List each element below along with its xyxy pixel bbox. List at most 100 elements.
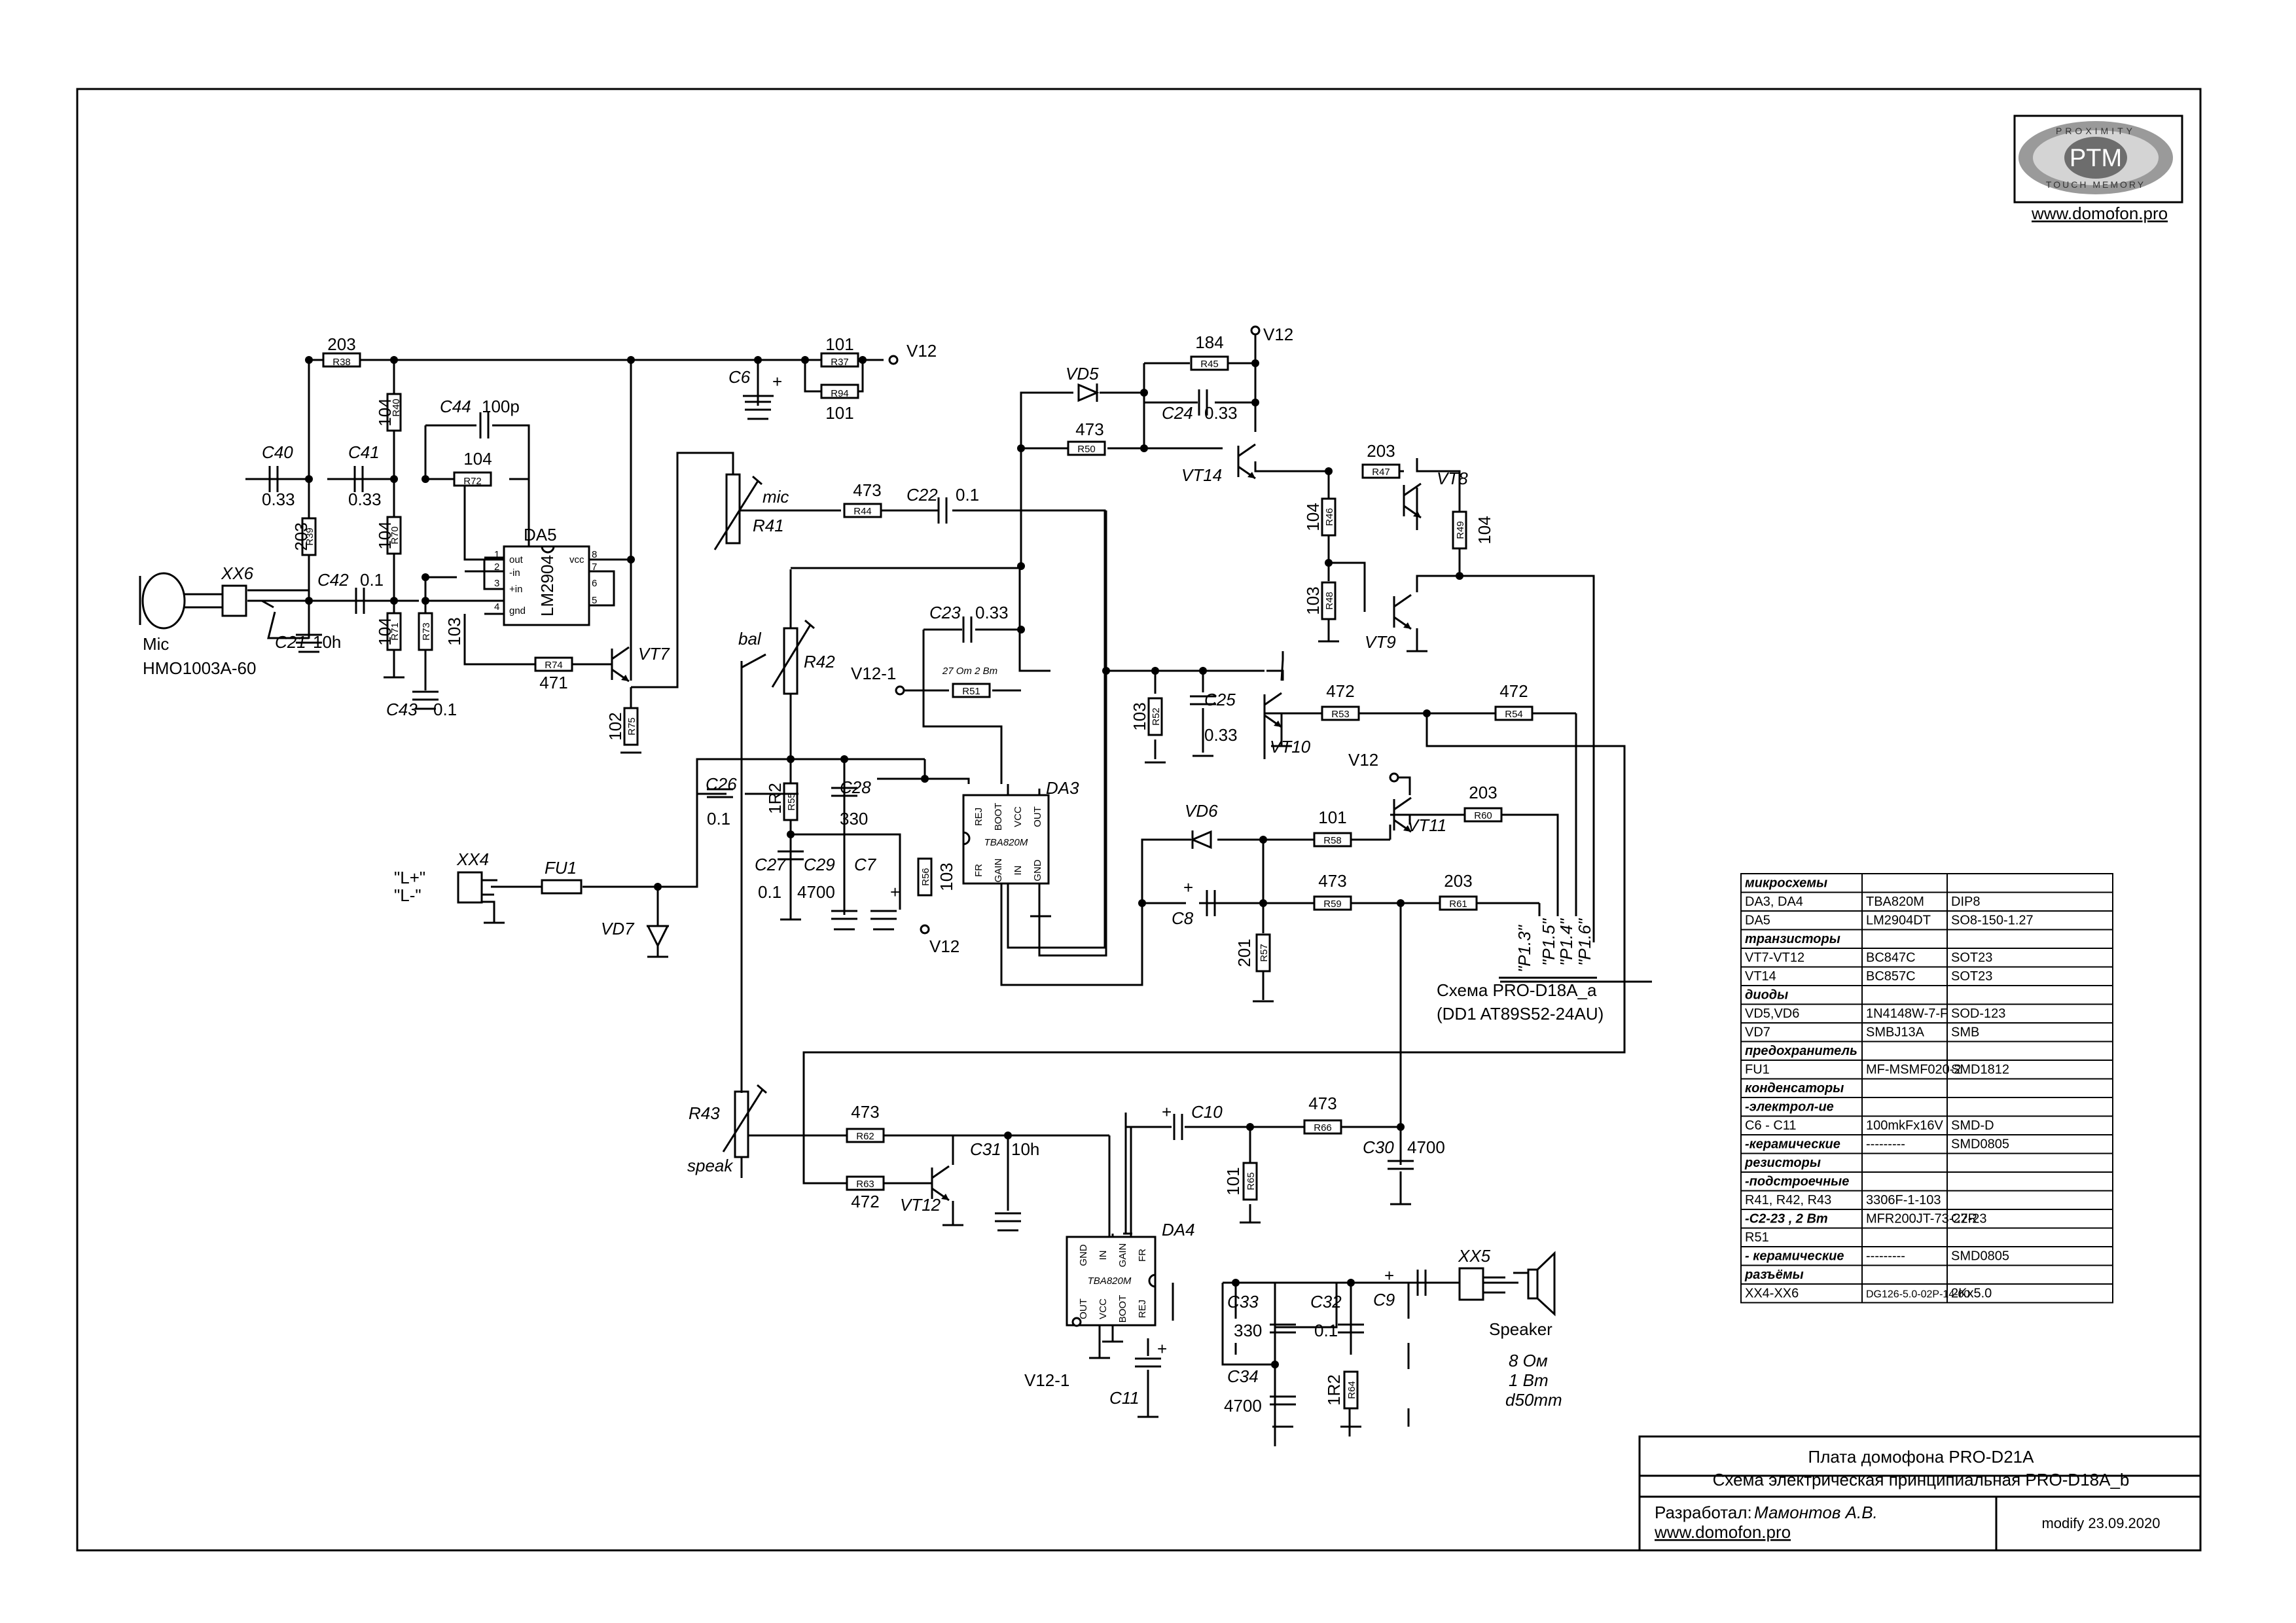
VT8-label: VT8	[1437, 469, 1468, 488]
svg-text:+: +	[1183, 878, 1193, 897]
DA5-ref: DA5	[524, 525, 557, 544]
bom-cell: C2-23	[1951, 1212, 1986, 1226]
R46-ref: R46	[1324, 508, 1335, 526]
R94-ref: R94	[831, 388, 849, 399]
bom-cell: BC857C	[1866, 969, 1916, 984]
trim-pots: mic R41 bal R42 R43 speak	[687, 473, 835, 1178]
v12-label-2: V12	[1263, 325, 1293, 344]
bom-row: предохранитель	[1740, 1041, 2113, 1061]
C29-val: 4700	[797, 882, 835, 902]
R59-val: 473	[1318, 871, 1346, 891]
R94-val: 101	[825, 403, 853, 423]
C11-ref: C11	[1109, 1388, 1139, 1408]
speaker-power: 1 Вт	[1509, 1370, 1549, 1390]
XX4-label: XX4	[456, 849, 489, 869]
bom-cell: SOT23	[1951, 951, 1992, 965]
C27-ref: C27	[755, 855, 787, 874]
bom-cell: предохранитель	[1745, 1044, 1857, 1058]
C21-ref: C21	[275, 632, 306, 652]
R61-val: 203	[1444, 871, 1472, 891]
R47-val: 203	[1367, 441, 1395, 461]
R62-ref: R62	[856, 1131, 874, 1142]
bom-cell: C6 - C11	[1745, 1118, 1797, 1133]
svg-text:out: out	[509, 554, 524, 565]
C6-ref: C6	[728, 367, 751, 387]
bom-cell: VD7	[1745, 1026, 1770, 1040]
title-schema: Схема электрическая принципиальная PRO-D…	[1713, 1470, 2130, 1489]
R60-val: 203	[1469, 783, 1497, 802]
C29-ref: C29	[804, 855, 835, 874]
C23-ref: C23	[929, 603, 961, 622]
R45-val: 184	[1195, 332, 1223, 352]
bom-cell: R51	[1745, 1230, 1769, 1245]
FU1-label: FU1	[545, 858, 577, 878]
svg-text:BOOT: BOOT	[993, 803, 1004, 831]
svg-text:OUT: OUT	[1078, 1298, 1089, 1319]
schema-mcu-label: (DD1 AT89S52-24AU)	[1437, 1004, 1604, 1024]
bom-cell: разъёмы	[1744, 1268, 1804, 1282]
ic-da5: DA5 LM2904 out -in +in gnd vcc 1 2 3 4 8…	[494, 525, 597, 626]
bom-cell: -C2-23 , 2 Вт	[1745, 1212, 1828, 1226]
bom-cell: 1N4148W-7-F	[1866, 1007, 1948, 1021]
bom-cell: 100mkFx16V	[1866, 1118, 1943, 1133]
bom-cell: микросхемы	[1745, 876, 1827, 891]
resistor-values: 203 104 101 101 104 203 104 104 103 471 …	[291, 332, 1528, 1406]
svg-text:+: +	[1157, 1339, 1167, 1359]
bom-cell: DIP8	[1951, 895, 1980, 909]
R66-val: 473	[1308, 1094, 1336, 1113]
C26-val: 0.1	[707, 809, 730, 829]
speaker-size: d50mm	[1505, 1390, 1562, 1410]
bom-cell: MFR200JT-73-27R	[1866, 1212, 1977, 1226]
C32-val: 0.1	[1314, 1321, 1338, 1340]
XX6-label: XX6	[221, 563, 254, 583]
XX5-label: XX5	[1458, 1246, 1491, 1266]
annotations: Mic HMO1003A-60 "L+" "L-" Схема PRO-D18A…	[143, 634, 1604, 1410]
VT14-label: VT14	[1181, 465, 1222, 485]
R52-ref: R52	[1151, 707, 1162, 726]
R49-val: 104	[1475, 516, 1494, 544]
svg-text:REJ: REJ	[1137, 1300, 1148, 1318]
R41-name: mic	[762, 487, 789, 507]
title-modified: modify 23.09.2020	[2041, 1515, 2160, 1531]
l-minus-label: "L-"	[394, 885, 422, 905]
svg-text:6: 6	[592, 578, 597, 589]
v12-label-3: V12	[929, 936, 960, 956]
R46-val: 104	[1303, 503, 1323, 531]
svg-text:IN: IN	[1013, 866, 1024, 876]
svg-text:GND: GND	[1032, 859, 1043, 882]
R56-val: 103	[937, 863, 956, 891]
VD5-label: VD5	[1066, 364, 1099, 383]
C25-val: 0.33	[1204, 725, 1238, 745]
R59-ref: R59	[1323, 899, 1342, 910]
capacitor-labels: C40 0.33 C41 0.33 C42 0.1 C21 10h C43 0.…	[262, 367, 1445, 1416]
ic-da3: DA3 TBA820M REJ BOOT VCC OUT FR GAIN IN …	[962, 778, 1079, 885]
C30-ref: C30	[1363, 1137, 1394, 1157]
R65-ref: R65	[1246, 1172, 1257, 1190]
C9-ref: C9	[1373, 1290, 1395, 1310]
R50-val: 473	[1075, 419, 1103, 439]
net-labels: V12 V12 V12-1 V12 V12 V12-1 "P1.3" "P1.5…	[851, 325, 1597, 1390]
R70-ref: R70	[389, 526, 401, 544]
C32-ref: C32	[1310, 1292, 1342, 1311]
bom-cell: BC847C	[1866, 951, 1916, 965]
R43-name: speak	[687, 1156, 734, 1175]
R64-ref: R64	[1346, 1381, 1357, 1399]
svg-text:1: 1	[494, 549, 499, 560]
svg-text:4: 4	[494, 601, 499, 613]
bom-cell: R41, R42, R43	[1745, 1193, 1831, 1207]
bom-row: -электрол-ие	[1740, 1097, 2113, 1117]
title-board: Плата домофона PRO-D21A	[1808, 1447, 2035, 1467]
VT7-label: VT7	[638, 644, 670, 664]
R44-ref: R44	[853, 506, 872, 517]
C40-ref: C40	[262, 442, 293, 462]
R38-ref: R38	[332, 357, 351, 368]
bom-cell: 3306F-1-103	[1866, 1193, 1941, 1207]
R55-val: 1R2	[765, 783, 785, 814]
bom-row: резисторы	[1740, 1152, 2113, 1173]
R43-ref: R43	[689, 1103, 720, 1123]
R53-val: 472	[1326, 681, 1354, 701]
VD6-label: VD6	[1185, 801, 1218, 821]
